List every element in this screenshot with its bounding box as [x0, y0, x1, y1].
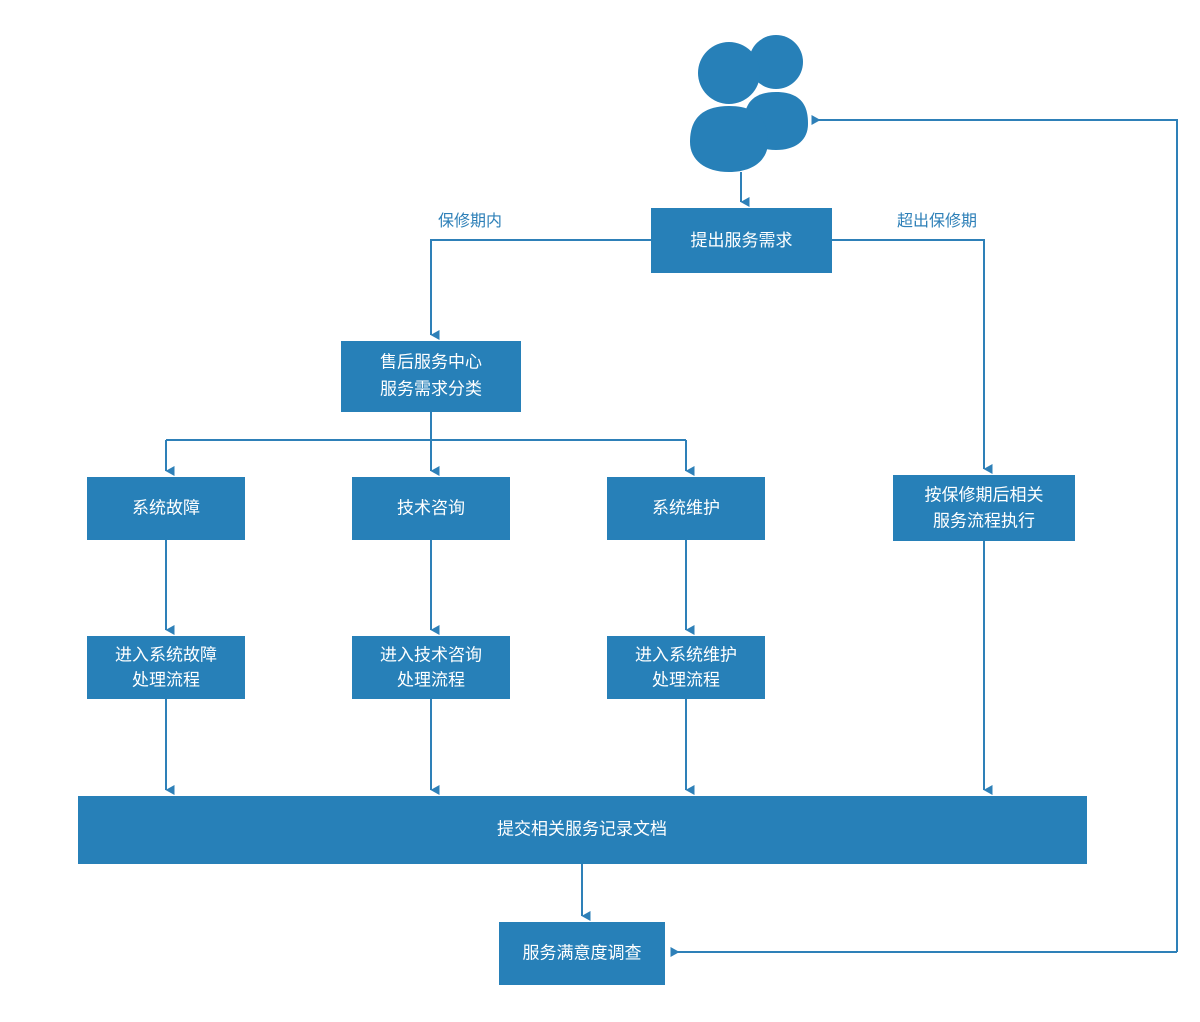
connector-request-to-center [430, 239, 651, 340]
node-consult-flow[interactable]: 进入技术咨询 处理流程 [352, 636, 510, 699]
node-system-fault-label: 系统故障 [132, 498, 200, 517]
node-fault-flow[interactable]: 进入系统故障 处理流程 [87, 636, 245, 699]
node-fault-flow-line1: 进入系统故障 [115, 645, 217, 664]
node-system-maintain-label: 系统维护 [652, 498, 720, 517]
node-service-center-line2: 服务需求分类 [380, 379, 482, 398]
node-out-of-warranty-process[interactable]: 按保修期后相关 服务流程执行 [893, 475, 1075, 541]
node-system-maintain[interactable]: 系统维护 [607, 477, 765, 540]
edge-label-over-warranty: 超出保修期 [897, 212, 977, 230]
node-maintain-flow-line1: 进入系统维护 [635, 645, 737, 664]
node-satisfaction-survey[interactable]: 服务满意度调查 [499, 922, 665, 985]
node-submit-document-label: 提交相关服务记录文档 [497, 819, 667, 838]
node-submit-document[interactable]: 提交相关服务记录文档 [78, 796, 1087, 864]
node-fault-flow-line2: 处理流程 [132, 670, 200, 689]
node-system-fault[interactable]: 系统故障 [87, 477, 245, 540]
node-request[interactable]: 提出服务需求 [651, 208, 832, 273]
node-satisfaction-survey-label: 服务满意度调查 [523, 943, 642, 962]
people-icon [690, 35, 808, 172]
node-consult-flow-line2: 处理流程 [397, 670, 465, 689]
node-service-center-line1: 售后服务中心 [380, 352, 482, 371]
node-consult-flow-line1: 进入技术咨询 [380, 645, 482, 664]
node-tech-consult[interactable]: 技术咨询 [352, 477, 510, 540]
node-maintain-flow[interactable]: 进入系统维护 处理流程 [607, 636, 765, 699]
node-service-center[interactable]: 售后服务中心 服务需求分类 [341, 341, 521, 412]
node-request-label: 提出服务需求 [691, 231, 793, 250]
node-out-of-warranty-line1: 按保修期后相关 [925, 485, 1044, 504]
node-out-of-warranty-line2: 服务流程执行 [933, 511, 1035, 530]
node-tech-consult-label: 技术咨询 [397, 498, 465, 517]
connector-loop-back-to-actor [811, 115, 1178, 952]
edge-label-in-warranty: 保修期内 [438, 212, 502, 230]
connector-request-to-out-of-warranty [832, 239, 993, 474]
node-maintain-flow-line2: 处理流程 [652, 670, 720, 689]
